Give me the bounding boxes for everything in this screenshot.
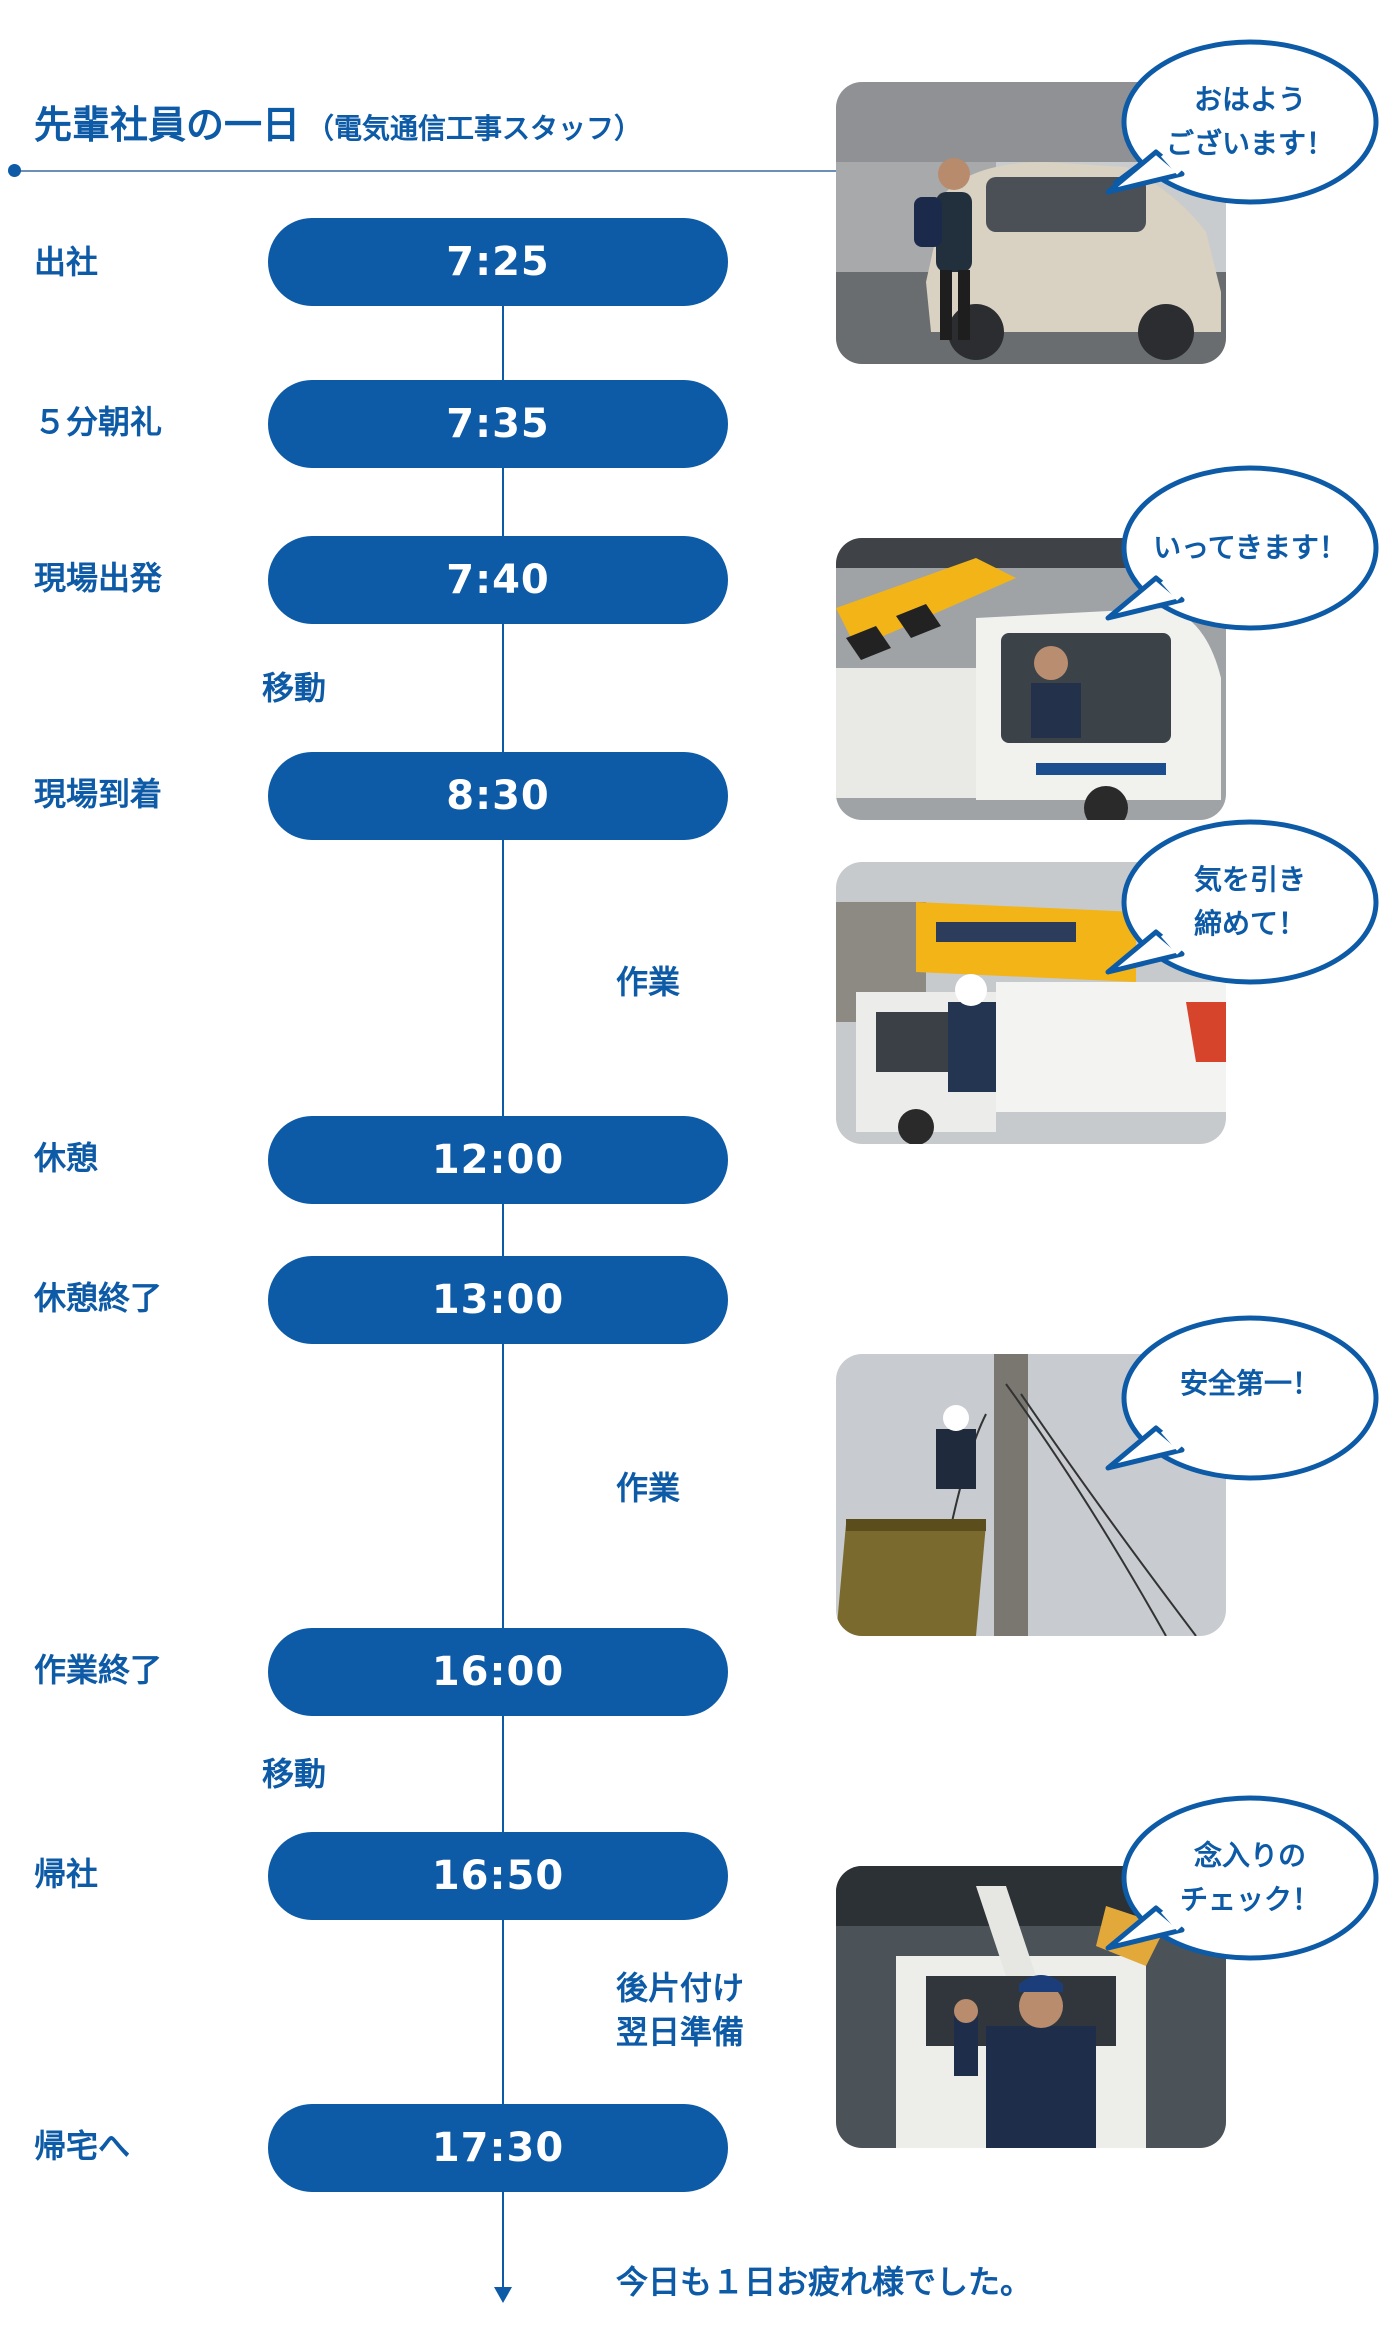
- time-pill-break-end: 13:00: [268, 1256, 728, 1344]
- page-subtitle: （電気通信工事スタッフ）: [306, 112, 643, 145]
- speech-bubble-safety-first: 安全第一！: [1094, 1310, 1382, 1486]
- page-title: 先輩社員の一日（電気通信工事スタッフ）: [34, 100, 642, 154]
- closing-message: 今日も１日お疲れ様でした。: [616, 2263, 1033, 2301]
- time-pill-depart: 7:40: [268, 536, 728, 624]
- note-work-2: 作業: [616, 1469, 681, 1507]
- title-underline: [14, 170, 884, 172]
- note-move-2: 移動: [262, 1755, 327, 1793]
- bubble-text-safety-first: 安全第一！: [1179, 1367, 1320, 1400]
- schedule-label-site-arrival: 現場到着: [34, 775, 163, 813]
- speech-bubble-careful-check: 念入りの チェック！: [1094, 1790, 1382, 1966]
- schedule-label-break-end: 休憩終了: [34, 1279, 163, 1317]
- page-title-text: 先輩社員の一日: [34, 103, 301, 147]
- photo-pole-work: [836, 1354, 1226, 1636]
- timeline-arrow-icon: [494, 2287, 512, 2303]
- time-pill-work-end: 16:00: [268, 1628, 728, 1716]
- bubble-text-good-morning: おはよう ございます！: [1165, 83, 1334, 160]
- schedule-label-break: 休憩: [34, 1139, 99, 1177]
- speech-bubble-heading-out: いってきます！: [1094, 460, 1382, 636]
- note-cleanup-2: 翌日準備: [616, 2013, 745, 2051]
- bubble-text-focus: 気を引き 締めて！: [1193, 863, 1306, 940]
- photo-arriving-car: [836, 82, 1226, 364]
- time-pill-arrive: 7:25: [268, 218, 728, 306]
- schedule-label-arrive: 出社: [34, 243, 99, 281]
- speech-bubble-focus: 気を引き 締めて！: [1094, 814, 1382, 990]
- note-work-1: 作業: [616, 963, 681, 1001]
- schedule-label-morning-meeting: ５分朝礼: [34, 403, 163, 441]
- speech-bubble-good-morning: おはよう ございます！: [1094, 34, 1382, 210]
- bubble-text-careful-check: 念入りの チェック！: [1179, 1839, 1320, 1916]
- schedule-label-depart: 現場出発: [34, 559, 163, 597]
- note-cleanup-1: 後片付け: [616, 1969, 745, 2007]
- schedule-label-go-home: 帰宅へ: [34, 2127, 131, 2165]
- time-pill-morning-meeting: 7:35: [268, 380, 728, 468]
- title-dot: [8, 164, 21, 177]
- note-move-1: 移動: [262, 669, 327, 707]
- schedule-label-work-end: 作業終了: [34, 1651, 163, 1689]
- time-pill-go-home: 17:30: [268, 2104, 728, 2192]
- schedule-label-return: 帰社: [34, 1855, 99, 1893]
- bubble-text-heading-out: いってきます！: [1153, 531, 1347, 564]
- time-pill-return: 16:50: [268, 1832, 728, 1920]
- time-pill-break: 12:00: [268, 1116, 728, 1204]
- time-pill-site-arrival: 8:30: [268, 752, 728, 840]
